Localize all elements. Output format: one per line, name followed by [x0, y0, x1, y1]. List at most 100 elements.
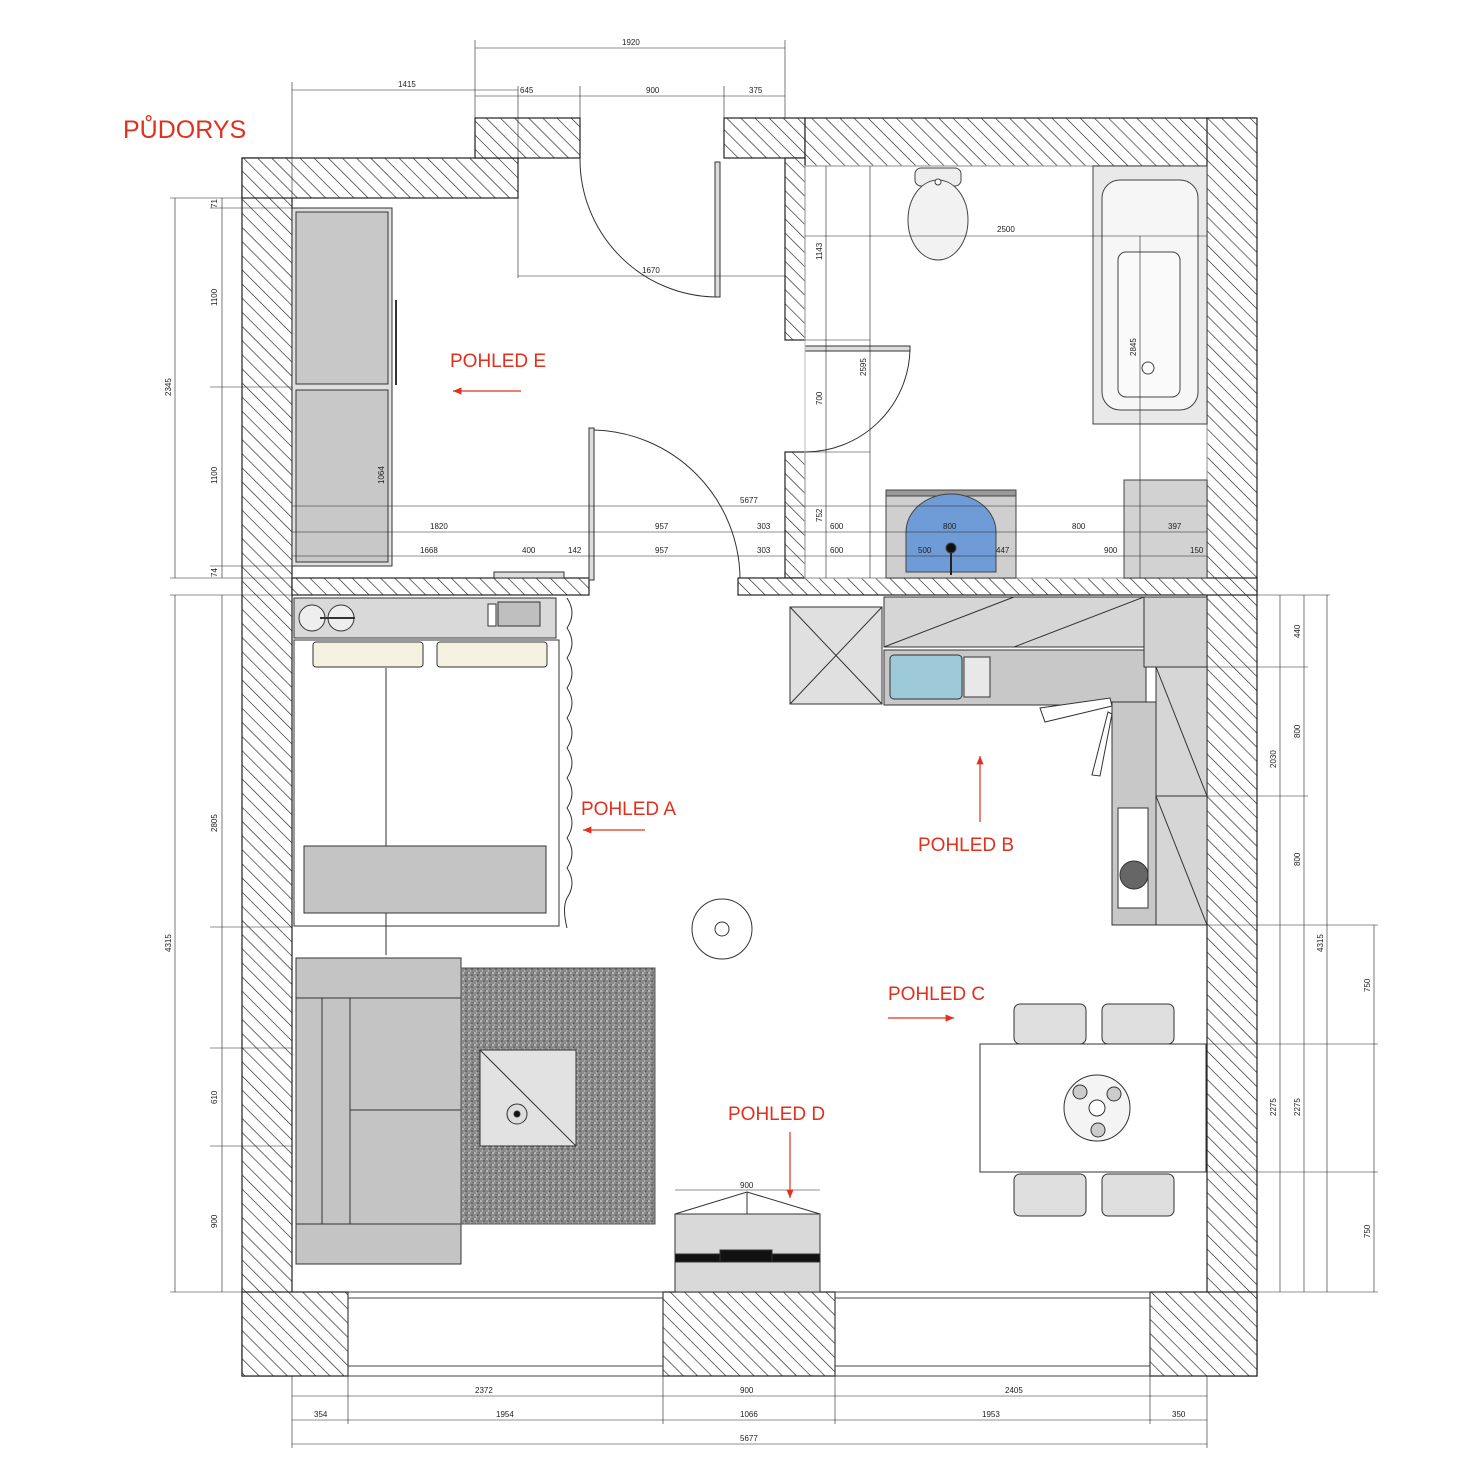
wardrobe [291, 207, 397, 567]
dim-label: 957 [655, 522, 669, 531]
dim-label: 1066 [740, 1410, 758, 1419]
washing-machine [1123, 479, 1208, 579]
dim-label: 1954 [496, 1410, 514, 1419]
dim-label: 2500 [997, 225, 1015, 234]
view-label-c: POHLED C [888, 984, 985, 1005]
room-door-swing [593, 429, 741, 579]
sofa [295, 957, 462, 1265]
wall-bottom-left [241, 1291, 349, 1377]
dim-label: 900 [646, 86, 660, 95]
dim-label: 2805 [210, 814, 219, 832]
wall-bottom-middle [662, 1291, 836, 1377]
walls [241, 117, 1258, 1377]
dim-label: 1064 [377, 466, 386, 484]
dim-label: 2275 [1269, 1098, 1278, 1116]
dim-label: 440 [1293, 624, 1302, 638]
bathroom [804, 165, 1208, 579]
wall-bath-left-lower [784, 451, 806, 579]
wall-middle-right [737, 577, 1258, 596]
dim-label: 5677 [740, 1434, 758, 1443]
kitchen-upper-cabinets [883, 596, 1145, 648]
dim-label: 397 [1168, 522, 1182, 531]
bed-footboard [303, 845, 547, 914]
dining-set [979, 1003, 1207, 1217]
dim-label: 800 [1072, 522, 1086, 531]
dim-label: 800 [1293, 852, 1302, 866]
room-door-leaf [588, 427, 595, 581]
dim-label: 800 [1293, 724, 1302, 738]
dim-label: 1668 [420, 546, 438, 555]
chair [1013, 1003, 1087, 1045]
pillow-left [312, 641, 424, 668]
dim-label: 750 [1363, 1224, 1372, 1238]
dim-label: 900 [210, 1214, 219, 1228]
window-left [347, 1291, 664, 1377]
dim-label: 500 [918, 546, 932, 555]
window-right [834, 1291, 1151, 1377]
dim-label: 74 [210, 568, 219, 577]
bed [293, 597, 573, 955]
ceiling-light [691, 898, 753, 960]
dim-label: 303 [757, 546, 771, 555]
dim-label: 350 [1172, 1410, 1186, 1419]
page-title: PŮDORYS [123, 113, 246, 144]
chair [1101, 1003, 1175, 1045]
dim-label: 2275 [1293, 1098, 1302, 1116]
entry-shelf [493, 571, 565, 579]
cooktop [1117, 807, 1149, 909]
kitchen [789, 596, 1208, 926]
wall-top-entry-right [723, 117, 806, 159]
chair [1101, 1173, 1175, 1217]
dim-label: 900 [740, 1386, 754, 1395]
bathtub [1092, 165, 1208, 425]
dim-label: 4315 [164, 934, 173, 952]
corner-cabinet [1143, 596, 1208, 668]
dim-label: 400 [522, 546, 536, 555]
dim-label: 752 [815, 508, 824, 522]
wall-bath-left [784, 157, 806, 341]
wall-top-entry-left [474, 117, 581, 159]
view-label-b: POHLED B [918, 835, 1014, 856]
dim-label: 2372 [475, 1386, 493, 1395]
dim-label: 645 [520, 86, 534, 95]
coffee-table [479, 1049, 577, 1147]
dim-label: 375 [749, 86, 763, 95]
wall-middle [291, 577, 590, 596]
dim-label: 750 [1363, 978, 1372, 992]
dim-label: 800 [943, 522, 957, 531]
wall-right [1206, 117, 1258, 1377]
dim-label: 142 [568, 546, 582, 555]
dimension-lines [170, 40, 1378, 1448]
dim-label: 2595 [859, 358, 868, 376]
dim-label: 1920 [622, 38, 640, 47]
dim-label: 957 [655, 546, 669, 555]
dim-label: 2345 [164, 378, 173, 396]
windows [347, 1291, 1151, 1377]
bathroom-sink [885, 489, 1017, 579]
view-label-e: POHLED E [450, 351, 546, 372]
dim-label: 1670 [642, 266, 660, 275]
dim-label: 610 [210, 1090, 219, 1104]
dim-label: 600 [830, 522, 844, 531]
dim-label: 1415 [398, 80, 416, 89]
dimension-labels: 1920 1415 645 900 375 2500 1670 5677 182… [164, 38, 1372, 1443]
dim-label: 1953 [982, 1410, 1000, 1419]
chair [1013, 1173, 1087, 1217]
doors [579, 157, 911, 581]
wall-bottom-right [1149, 1291, 1258, 1377]
dim-label: 900 [740, 1181, 754, 1190]
dim-label: 2030 [1269, 750, 1278, 768]
dim-label: 1820 [430, 522, 448, 531]
dim-label: 303 [757, 522, 771, 531]
entry-door-leaf [714, 161, 721, 298]
wall-top-bath [804, 117, 1256, 167]
kitchen-sink [889, 654, 963, 700]
wardrobe-door-upper [295, 211, 389, 385]
wardrobe-door-lower [295, 389, 389, 563]
dim-label: 2405 [1005, 1386, 1023, 1395]
dim-label: 900 [1104, 546, 1118, 555]
dim-label: 2845 [1129, 338, 1138, 356]
wall-left [241, 157, 293, 1377]
pillow-right [436, 641, 548, 668]
dim-label: 354 [314, 1410, 328, 1419]
